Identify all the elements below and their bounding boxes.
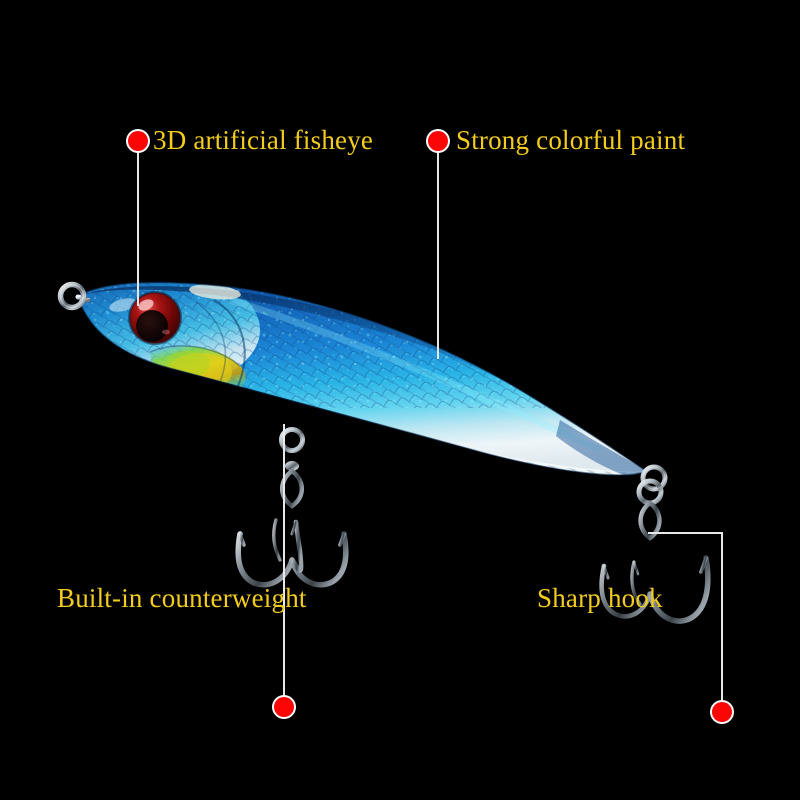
callout-label-sharp-hook: Sharp hook [537,583,663,613]
callout-dot-counterweight[interactable] [274,697,294,717]
line-tie-eyelet [57,281,91,311]
belly-treble-hook [235,427,349,588]
3d-fisheye [128,291,182,345]
lure-body [77,281,648,476]
callout-label-paint: Strong colorful paint [456,125,686,155]
leader-line-sharp-hook [648,532,723,701]
tail-treble-hook [599,464,711,624]
callout-dot-fisheye[interactable] [128,131,148,151]
callout-dot-sharp-hook[interactable] [712,702,732,722]
callout-label-counterweight: Built-in counterweight [57,583,307,613]
callout-dot-paint[interactable] [428,131,448,151]
callout-label-fisheye: 3D artificial fisheye [153,125,374,155]
callout-leader-lines [137,152,723,701]
